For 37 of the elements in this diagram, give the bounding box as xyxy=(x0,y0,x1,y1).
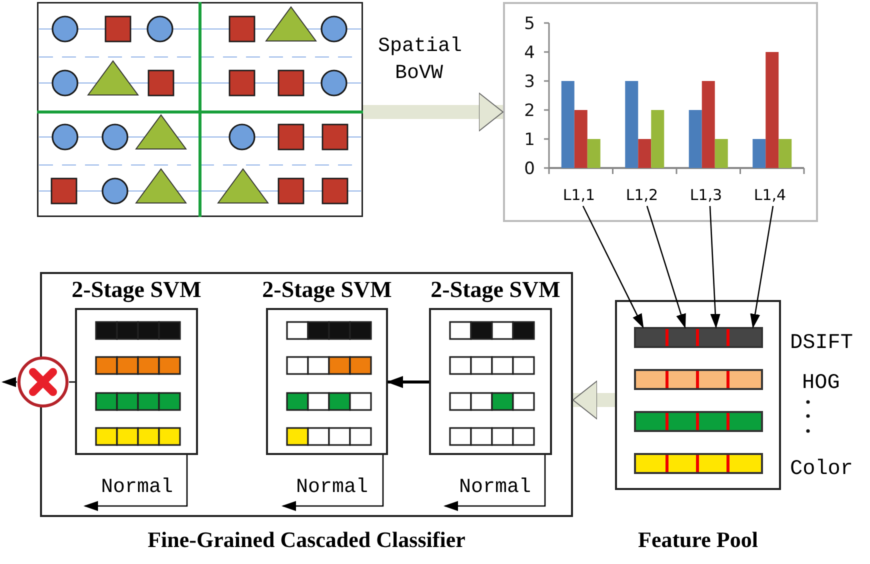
arrow xyxy=(444,455,546,511)
panel-caption: Feature Pool xyxy=(637,528,759,554)
stage-title: 2-Stage SVM xyxy=(70,277,202,303)
arrow xyxy=(282,455,384,511)
block-arrow xyxy=(363,92,504,132)
feature-bar xyxy=(634,327,763,348)
axis-label: L1,4 xyxy=(748,186,792,206)
arrow xyxy=(84,455,188,511)
reject-icon xyxy=(17,356,69,408)
arrow xyxy=(750,206,774,328)
feature-bar xyxy=(634,369,763,390)
feature-bar xyxy=(634,411,763,432)
feature-name: DSIFT xyxy=(790,332,854,355)
tick-label: 1 xyxy=(524,130,535,150)
arrow xyxy=(582,206,644,328)
stage-title: 2-Stage SVM xyxy=(261,277,393,303)
tick-label: 3 xyxy=(524,72,535,92)
feature-bar xyxy=(634,453,763,474)
chart-panel xyxy=(503,2,818,222)
block-arrow xyxy=(572,380,615,420)
tick-label: 4 xyxy=(524,43,535,63)
tick-label: 0 xyxy=(524,159,535,179)
arrow xyxy=(388,376,429,388)
axis-label: L1,1 xyxy=(557,186,601,206)
feature-name: HOG xyxy=(802,372,840,395)
feature-name: Color xyxy=(790,458,854,481)
tick-label: 5 xyxy=(524,14,535,34)
connector-line xyxy=(69,381,75,383)
tick-label: 2 xyxy=(524,101,535,121)
arrow xyxy=(709,206,720,328)
shapes-grid-drawing xyxy=(37,2,363,217)
arrow xyxy=(2,377,17,387)
axis-label: L1,3 xyxy=(684,186,728,206)
axis-label: L1,2 xyxy=(620,186,664,206)
panel-caption: Fine-Grained Cascaded Classifier xyxy=(146,528,466,554)
arrow xyxy=(646,206,686,328)
stage-title: 2-Stage SVM xyxy=(430,277,562,303)
